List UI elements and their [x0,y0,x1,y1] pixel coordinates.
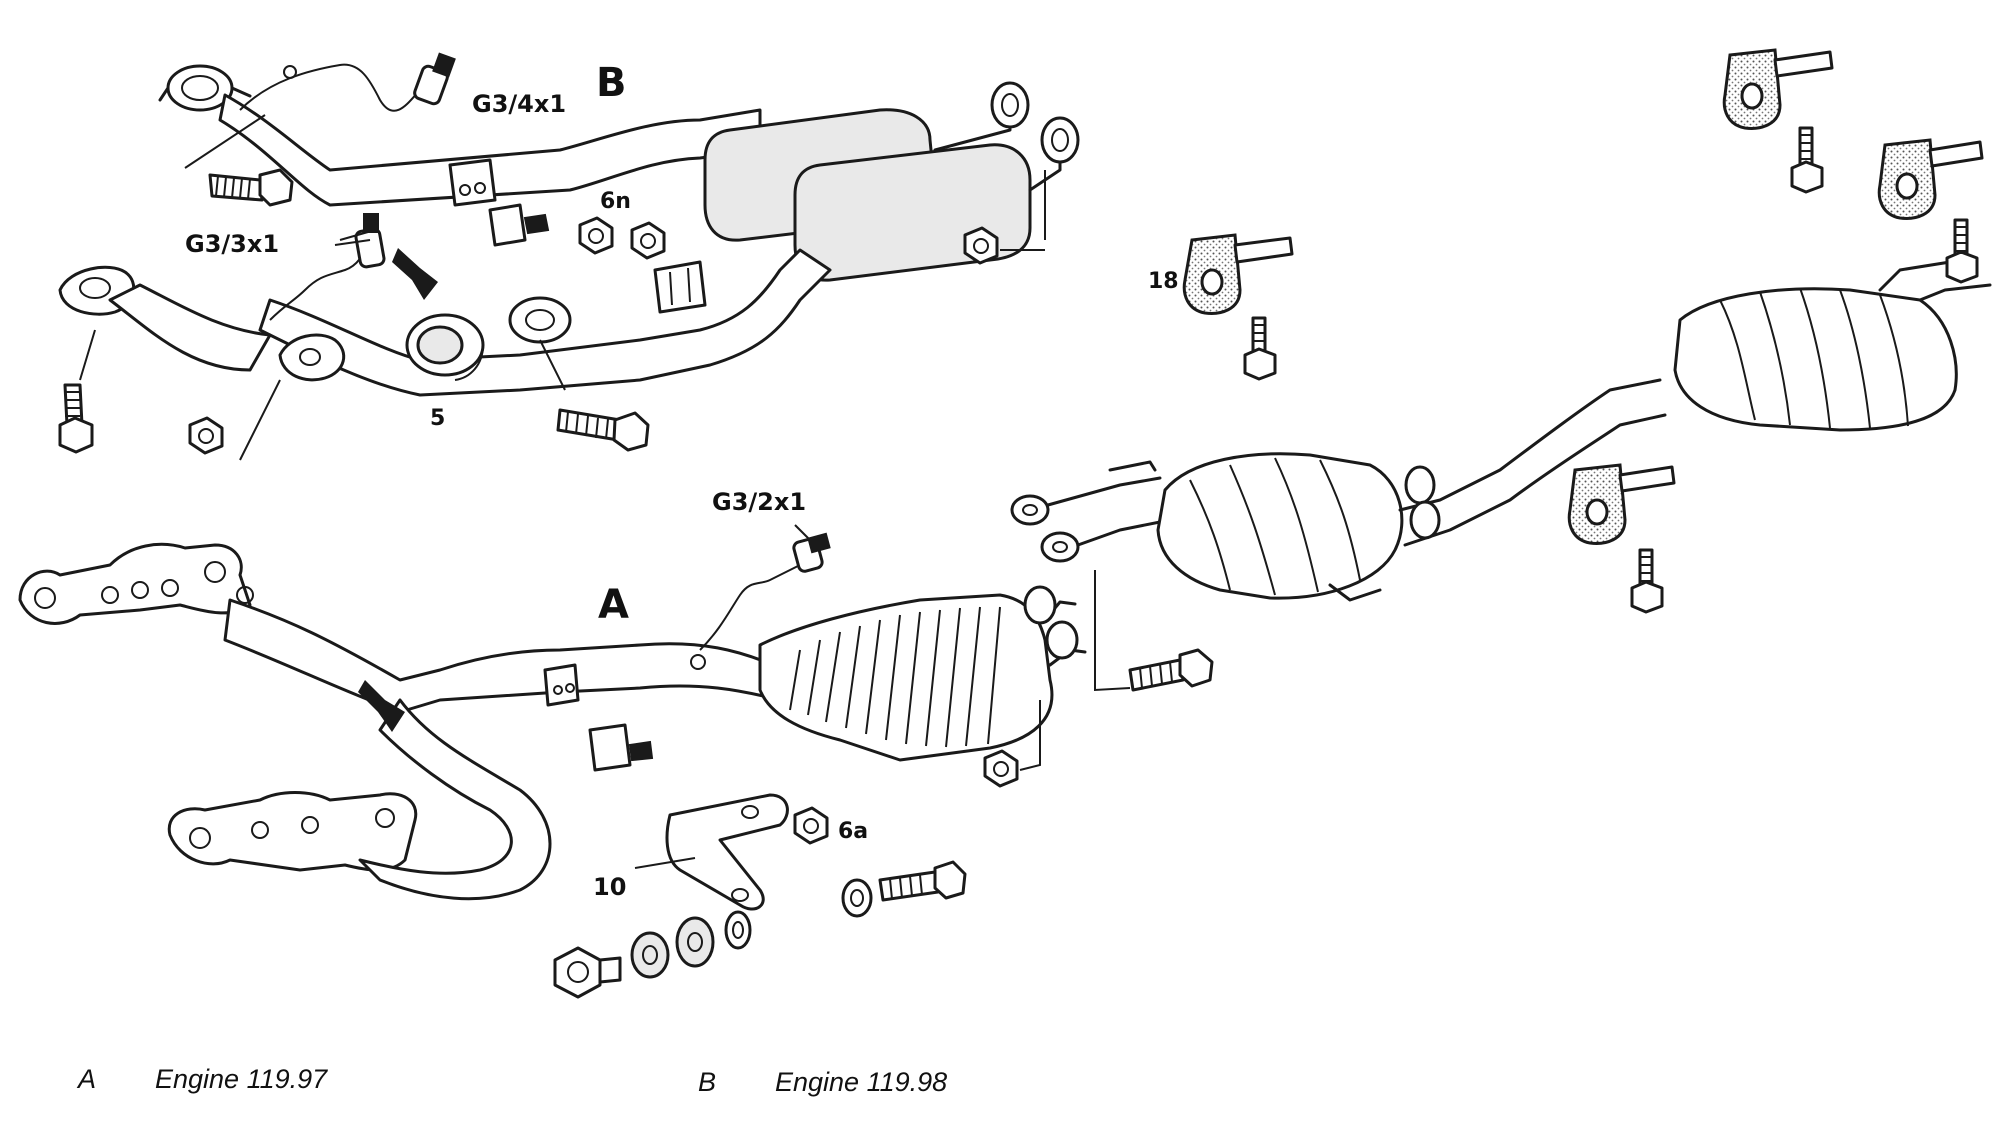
nut-b-3 [188,416,224,455]
flange-mid-1 [1010,494,1050,526]
flange-a-rear-1 [1023,585,1057,625]
bolt-b-1 [208,168,294,207]
nut-a-1 [983,749,1019,788]
bolt-a-2 [553,946,622,999]
gasket-ring-5 [405,313,485,381]
marker-a: A [598,582,629,628]
hanger-a [543,663,580,707]
bolt-rear-mid [1128,648,1214,692]
hanger-b [448,158,497,207]
pipe-a-front-lower [358,698,552,901]
legend-a-text: Engine 119.97 [155,1064,328,1094]
bolt-hanger-3 [1630,548,1664,614]
clamp-b-2 [653,260,707,314]
flange-b-small [278,333,346,382]
rubber-mount-a-1 [630,931,670,979]
nut-6n-2 [630,221,666,260]
rubber-hanger-2 [1877,138,1984,220]
flange-a-rear-2 [1045,620,1079,660]
sensor-g3-4x1 [283,52,456,106]
engine-b-assembly [58,52,1080,461]
bracket-10 [665,793,789,911]
flange-b-mid [508,296,572,344]
flange-b-rear-1 [990,81,1030,129]
catalyst-a [758,593,1054,762]
bolt-a-1 [878,860,967,902]
label-5: 5 [430,406,445,431]
label-g3-4x1: G3/4x1 [472,90,566,118]
rubber-hanger-3 [1567,463,1676,545]
arrow-b [392,248,438,300]
manifold-a-upper [18,542,254,625]
flange-b-front-upper [158,64,252,112]
rear-section [1010,48,1992,692]
nut-6a [793,806,829,845]
bolt-hanger-18 [1243,316,1277,381]
bolt-b-3 [556,408,650,452]
sensor-g3-2x1 [690,532,831,670]
bolt-hanger-2 [1945,218,1979,284]
middle-muffler [1156,452,1404,600]
legend-a-letter: A [76,1064,96,1094]
nut-6n-1 [578,216,614,255]
washer-a-2 [724,910,752,950]
rubber-hanger-18 [1182,233,1294,315]
label-g3-2x1: G3/2x1 [712,488,806,516]
flange-mid-3 [1404,465,1436,505]
flange-b-rear-2 [1040,116,1080,164]
label-6n: 6n [600,189,631,214]
label-10: 10 [593,873,626,901]
legend-b-text: Engine 119.98 [775,1067,947,1097]
catalyst-b-2 [793,143,1032,282]
arrow-a [358,680,405,732]
manifold-a-lower [167,791,418,872]
clamp-a [588,723,654,772]
engine-a-assembly [18,524,1087,999]
nut-b-4 [963,226,999,265]
flange-mid-4 [1409,500,1441,540]
bolt-b-2 [58,383,94,454]
flange-mid-2 [1040,531,1080,563]
rear-muffler [1673,287,1958,432]
label-18: 18 [1148,269,1179,294]
marker-b: B [596,60,627,106]
rubber-mount-a-2 [675,916,715,968]
label-g3-3x1: G3/3x1 [185,230,279,258]
rubber-hanger-1 [1722,48,1834,130]
bolt-hanger-1 [1790,126,1824,194]
clamp-b [488,203,550,247]
sensor-g3-3x1 [354,213,386,269]
label-6a: 6a [838,819,868,844]
washer-a [841,878,873,918]
legend-b-letter: B [698,1067,716,1097]
